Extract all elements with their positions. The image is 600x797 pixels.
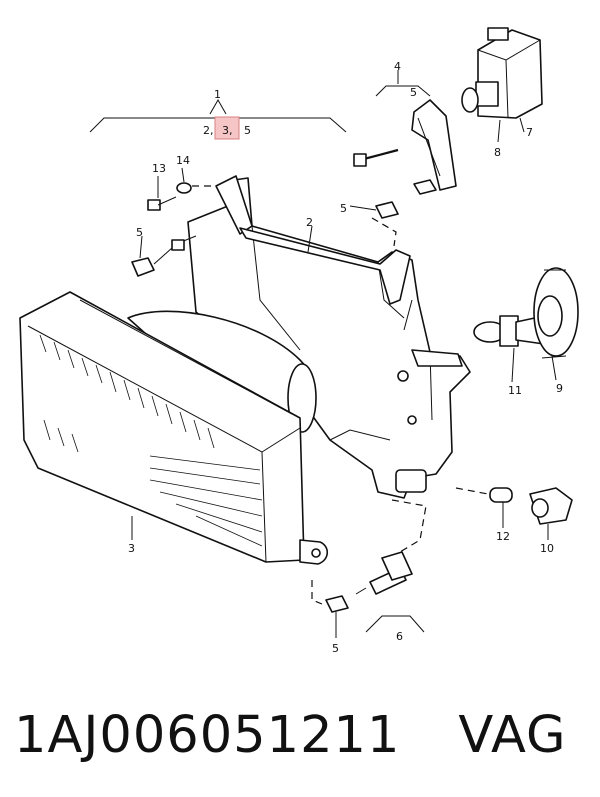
callout-9: 9 — [556, 382, 563, 395]
part-number: 1AJ006051211 — [14, 705, 401, 765]
adjusting-screw-6 — [355, 499, 427, 595]
callout-14: 14 — [176, 154, 190, 167]
callout-13: 13 — [152, 162, 166, 175]
bulb-holder — [529, 487, 573, 540]
adjusting-frame — [215, 175, 463, 367]
callout-3: 3 — [128, 542, 135, 555]
highlighted-callout-box — [214, 116, 240, 140]
callout-5-mid: 5 — [340, 202, 347, 215]
brand-name: VAG — [458, 705, 567, 765]
sidelight-bulb — [455, 487, 513, 528]
callout-5-top: 5 — [410, 86, 417, 99]
callout-1: 1 — [214, 88, 221, 101]
leader-lines — [131, 70, 425, 638]
exploded-parts-diagram: 1 2, 3, 5 — [19, 27, 579, 655]
dust-cap — [533, 267, 579, 381]
clip-5-left — [131, 235, 197, 277]
main-bulb — [473, 315, 545, 383]
callout-2: 2 — [306, 216, 313, 229]
callout-4: 4 — [394, 60, 401, 73]
callout-5-bottom: 5 — [332, 642, 339, 655]
washer-14 — [176, 182, 214, 194]
callout-6: 6 — [396, 630, 403, 643]
caption-bar: 1AJ006051211 VAG — [14, 700, 594, 770]
callout-11: 11 — [508, 384, 522, 397]
callout-1-sub-3: 3, — [222, 124, 233, 137]
clip-5-bottom — [311, 580, 349, 613]
callout-group-1: 1 2, 3, 5 — [89, 88, 347, 140]
clip-5-mid — [371, 201, 399, 247]
adjuster-linkage — [353, 85, 457, 195]
callout-1-sub-2: 2, — [203, 124, 214, 137]
adjusting-motor — [461, 27, 543, 143]
callout-7: 7 — [526, 126, 533, 139]
callout-5-left: 5 — [136, 226, 143, 239]
screw-13 — [147, 196, 177, 211]
callout-1-sub-5: 5 — [244, 124, 251, 137]
callout-12: 12 — [496, 530, 510, 543]
callout-8: 8 — [494, 146, 501, 159]
callout-10: 10 — [540, 542, 554, 555]
